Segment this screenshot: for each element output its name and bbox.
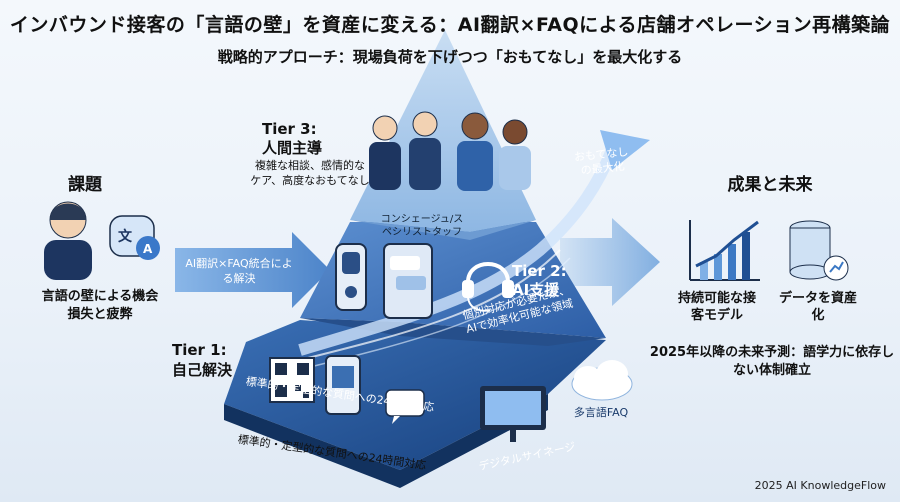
smartphone-scan-icon	[325, 355, 361, 415]
database-icon	[789, 220, 849, 281]
result-item-sustainable: 持続可能な接客モデル	[677, 291, 756, 323]
page-subtitle: 戦略的アプローチ：現場負荷を下げつつ「おもてなし」を最大化する	[217, 48, 683, 66]
bridge-arrow-label: AI翻訳×FAQ統合による解決	[185, 257, 293, 285]
tier2-label: Tier 2: AI支援	[512, 262, 567, 300]
stressed-person-icon	[44, 201, 92, 280]
phone-chat-icon	[383, 243, 433, 319]
results-heading: 成果と未来	[727, 175, 813, 195]
chat-bubble-icon	[385, 389, 425, 424]
digital-signage-icon	[480, 386, 546, 442]
page-title: インバウンド接客の「言語の壁」を資産に変える：AI翻訳×FAQによる店舗オペレー…	[9, 14, 891, 36]
growth-chart-icon	[689, 220, 760, 281]
future-forecast: 2025年以降の未来予測：語学力に依存しない体制確立	[649, 345, 895, 378]
translator-device-icon	[335, 243, 367, 311]
tier1-name: 自己解決	[172, 361, 233, 379]
tier3-tag: Tier 3:	[262, 120, 317, 138]
tier2-tag: Tier 2:	[512, 262, 567, 280]
credit-text: 2025 AI KnowledgeFlow	[754, 479, 886, 492]
tier1-tag: Tier 1:	[172, 341, 227, 359]
staff-caption: コンシェージュ/スペシリストタッフ	[380, 214, 464, 238]
tier3-label: Tier 3: 人間主導	[262, 120, 322, 158]
bridge-arrow	[175, 232, 330, 308]
result-item-data: データを資産化	[778, 291, 857, 323]
tier3-description: 複雑な相談、感情的なケア、高度なおもてなし	[250, 159, 370, 187]
result-arrow	[560, 218, 660, 306]
faq-label: 多言語FAQ	[573, 406, 629, 419]
cloud-faq-icon	[571, 360, 633, 401]
tier1-label: Tier 1: 自己解決	[172, 340, 232, 380]
tier3-name: 人間主導	[262, 139, 323, 157]
headset-icon	[462, 262, 514, 312]
svg-text:文: 文	[118, 228, 133, 245]
svg-text:A: A	[143, 242, 153, 256]
issue-description: 言語の壁による機会損失と疲弊	[41, 289, 159, 322]
people-group-icon	[369, 111, 531, 191]
translate-bubble-icon: 文 A	[109, 215, 160, 260]
qr-code-icon	[269, 357, 315, 403]
tier2-name: AI支援	[512, 281, 560, 299]
issue-heading: 課題	[68, 175, 102, 195]
